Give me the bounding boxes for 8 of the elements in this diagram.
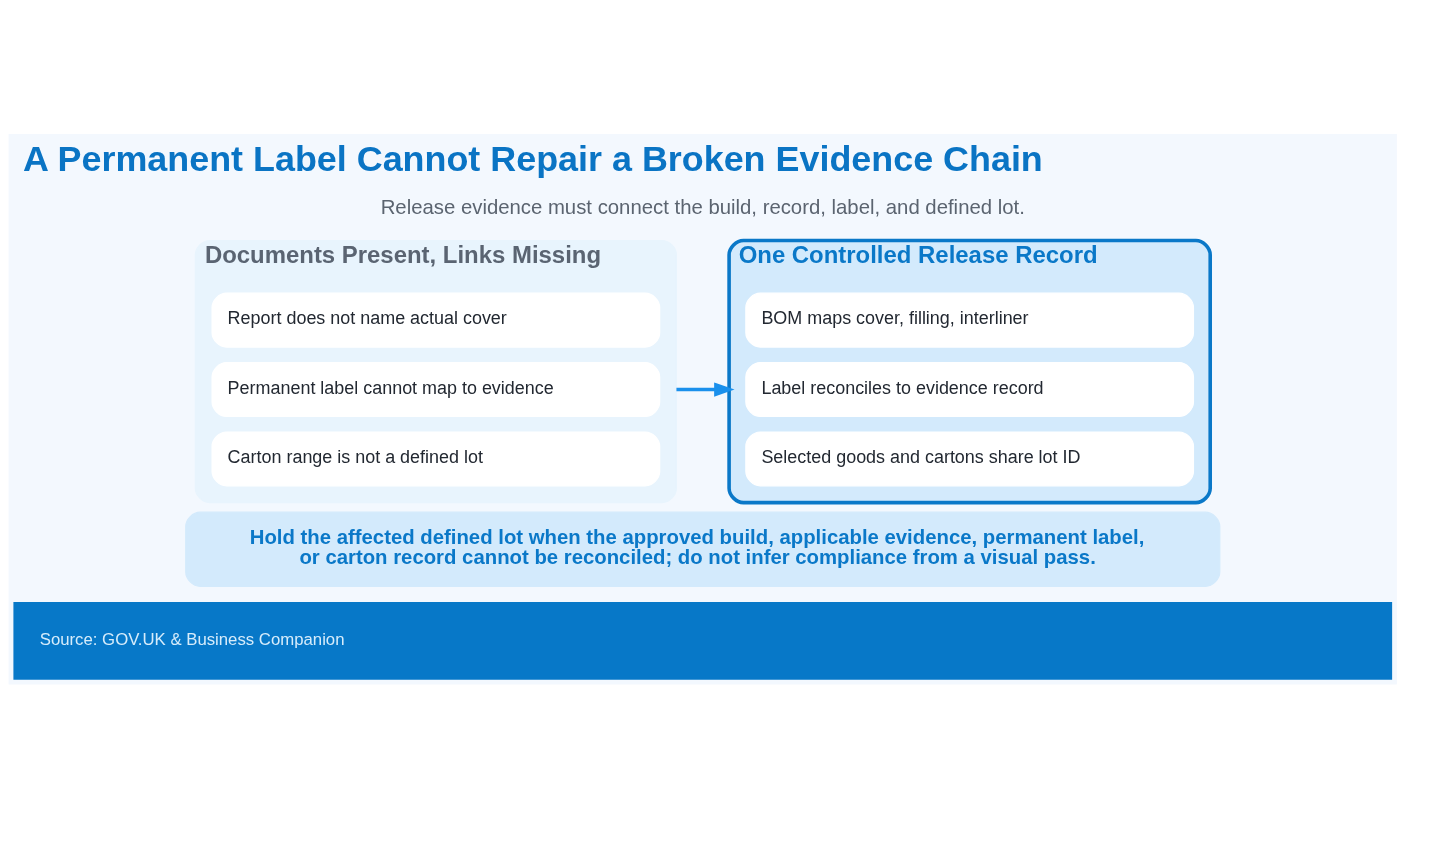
diagram-title: A Permanent Label Cannot Repair a Broken Evidence Chain bbox=[22, 139, 1043, 180]
node-box: BOM maps cover, filling, interliner bbox=[745, 292, 1195, 348]
label: Source: GOV.UK & Business Companion bbox=[39, 630, 345, 650]
node-box: Label reconciles to evidence record bbox=[745, 362, 1195, 418]
node-box: Hold the affected defined lot when the approved build, applicable evidence, permanent label, or carton record cannot be reconciled; do not infer compliance from a visual pass. bbox=[185, 511, 1221, 587]
arrow bbox=[676, 382, 735, 397]
label: Release evidence must connect the build, record, label, and defined lot. bbox=[380, 196, 1025, 219]
node-box: Selected goods and cartons share lot ID bbox=[745, 431, 1195, 487]
